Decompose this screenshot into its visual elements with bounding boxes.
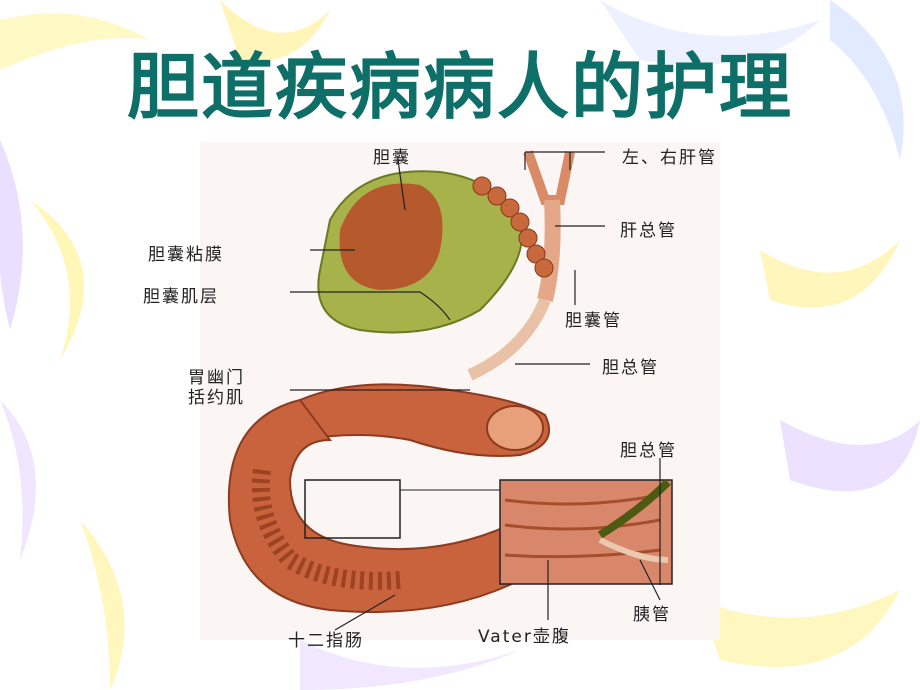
duodenum <box>227 398 521 613</box>
label-common-hepatic-duct: 肝总管 <box>620 221 677 241</box>
inset-folds <box>504 493 661 559</box>
label-pancreatic-duct: 胰管 <box>633 605 671 625</box>
label-gallbladder: 胆囊 <box>373 148 411 168</box>
inset-bile-duct <box>597 479 671 539</box>
label-pyloric-sphincter: 胃幽门 括约肌 <box>188 368 245 408</box>
leader-muscle <box>290 291 451 321</box>
label-common-bile-duct: 胆总管 <box>602 358 659 378</box>
label-duodenum: 十二指肠 <box>288 631 364 651</box>
label-left-right-hepatic-duct: 左、右肝管 <box>622 148 717 168</box>
common-bile-duct <box>467 297 551 381</box>
label-pyloric-line2: 括约肌 <box>188 388 245 408</box>
label-cystic-duct: 胆囊管 <box>565 311 622 331</box>
label-gallbladder-mucosa: 胆囊粘膜 <box>148 245 224 265</box>
cystic-duct-spirals <box>472 176 554 278</box>
label-gallbladder-muscle: 胆囊肌层 <box>143 287 219 307</box>
leader-duodenum <box>334 594 396 631</box>
gallbladder-mucosa <box>339 183 443 290</box>
duodenum-folds <box>251 468 401 590</box>
label-vater-ampulla: Vater壶腹 <box>478 627 571 647</box>
label-pyloric-line1: 胃幽门 <box>188 368 245 388</box>
leader-hepatic-ducts <box>524 151 605 170</box>
leader-gallbladder <box>397 159 406 211</box>
slide-title: 胆道疾病病人的护理 <box>126 45 793 129</box>
leader-pancreatic <box>639 559 661 601</box>
inset-box-large <box>499 479 673 585</box>
stomach-pylorus <box>299 383 550 457</box>
left-hepatic-duct <box>523 150 575 205</box>
inset-box-small <box>304 479 401 539</box>
inset-pancreatic-duct <box>598 537 669 563</box>
label-common-bile-duct-inset: 胆总管 <box>620 441 677 461</box>
pyloric-lumen <box>486 405 544 451</box>
common-hepatic-duct <box>537 199 561 302</box>
